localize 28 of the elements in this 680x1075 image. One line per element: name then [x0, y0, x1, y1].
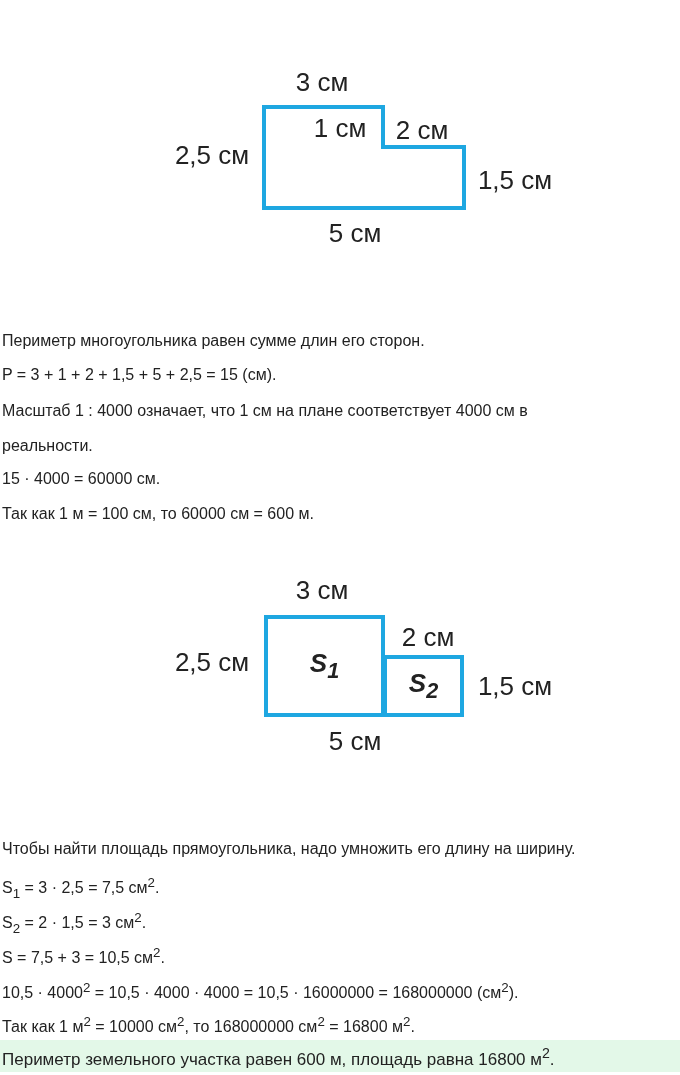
solution-text: S = 7,5 + 3 = 10,5 см$^{2}$.	[2, 944, 165, 969]
dimension-label: 5 см	[328, 725, 382, 757]
dimension-label: 5 см	[328, 217, 382, 249]
rectangle	[264, 615, 385, 717]
solution-text: S$_{1}$ = 3 · 2,5 = 7,5 см$^{2}$.	[2, 874, 160, 903]
area-label: S$_{1}$	[309, 647, 340, 685]
solution-text: Чтобы найти площадь прямоугольника, надо умножить его длину на ширину.	[2, 839, 576, 859]
dimension-label: 1,5 см	[477, 164, 553, 196]
solution-text: P = 3 + 1 + 2 + 1,5 + 5 + 2,5 = 15 (см).	[2, 365, 277, 385]
dimension-label: 2 см	[401, 621, 455, 653]
dimension-label: 3 см	[295, 66, 349, 98]
dimension-label: 1 см	[313, 112, 367, 144]
solution-text: 10,5 · 4000$^{2}$ = 10,5 · 4000 · 4000 = 10,5 · 16000000 = 168000000 (см$^{2}$).	[2, 979, 519, 1004]
dimension-label: 1,5 см	[477, 670, 553, 702]
area-label: S$_{2}$	[408, 667, 439, 705]
dimension-label: 2,5 см	[174, 139, 250, 171]
answer-text: Периметр земельного участка равен 600 м, площадь равна 16800 м$^{2}$.	[2, 1045, 555, 1070]
dimension-label: 3 см	[295, 574, 349, 606]
solution-text: Так как 1 м$^{2}$ = 10000 см$^{2}$, то 168000000 см$^{2}$ = 16800 м$^{2}$.	[2, 1013, 415, 1038]
solution-text: Периметр многоугольника равен сумме длин его сторон.	[2, 331, 425, 351]
dimension-label: 2,5 см	[174, 646, 250, 678]
solution-text: S$_{2}$ = 2 · 1,5 = 3 см$^{2}$.	[2, 909, 147, 938]
solution-text: 15 · 4000 = 60000 см.	[2, 469, 161, 489]
solution-text: Масштаб 1 : 4000 означает, что 1 см на плане соответствует 4000 см в реальности.	[2, 401, 529, 456]
answer-band	[0, 1040, 680, 1072]
dimension-label: 2 см	[395, 114, 449, 146]
solution-text: Так как 1 м = 100 см, то 60000 см = 600 м.	[2, 504, 314, 524]
rectangle	[383, 655, 464, 717]
